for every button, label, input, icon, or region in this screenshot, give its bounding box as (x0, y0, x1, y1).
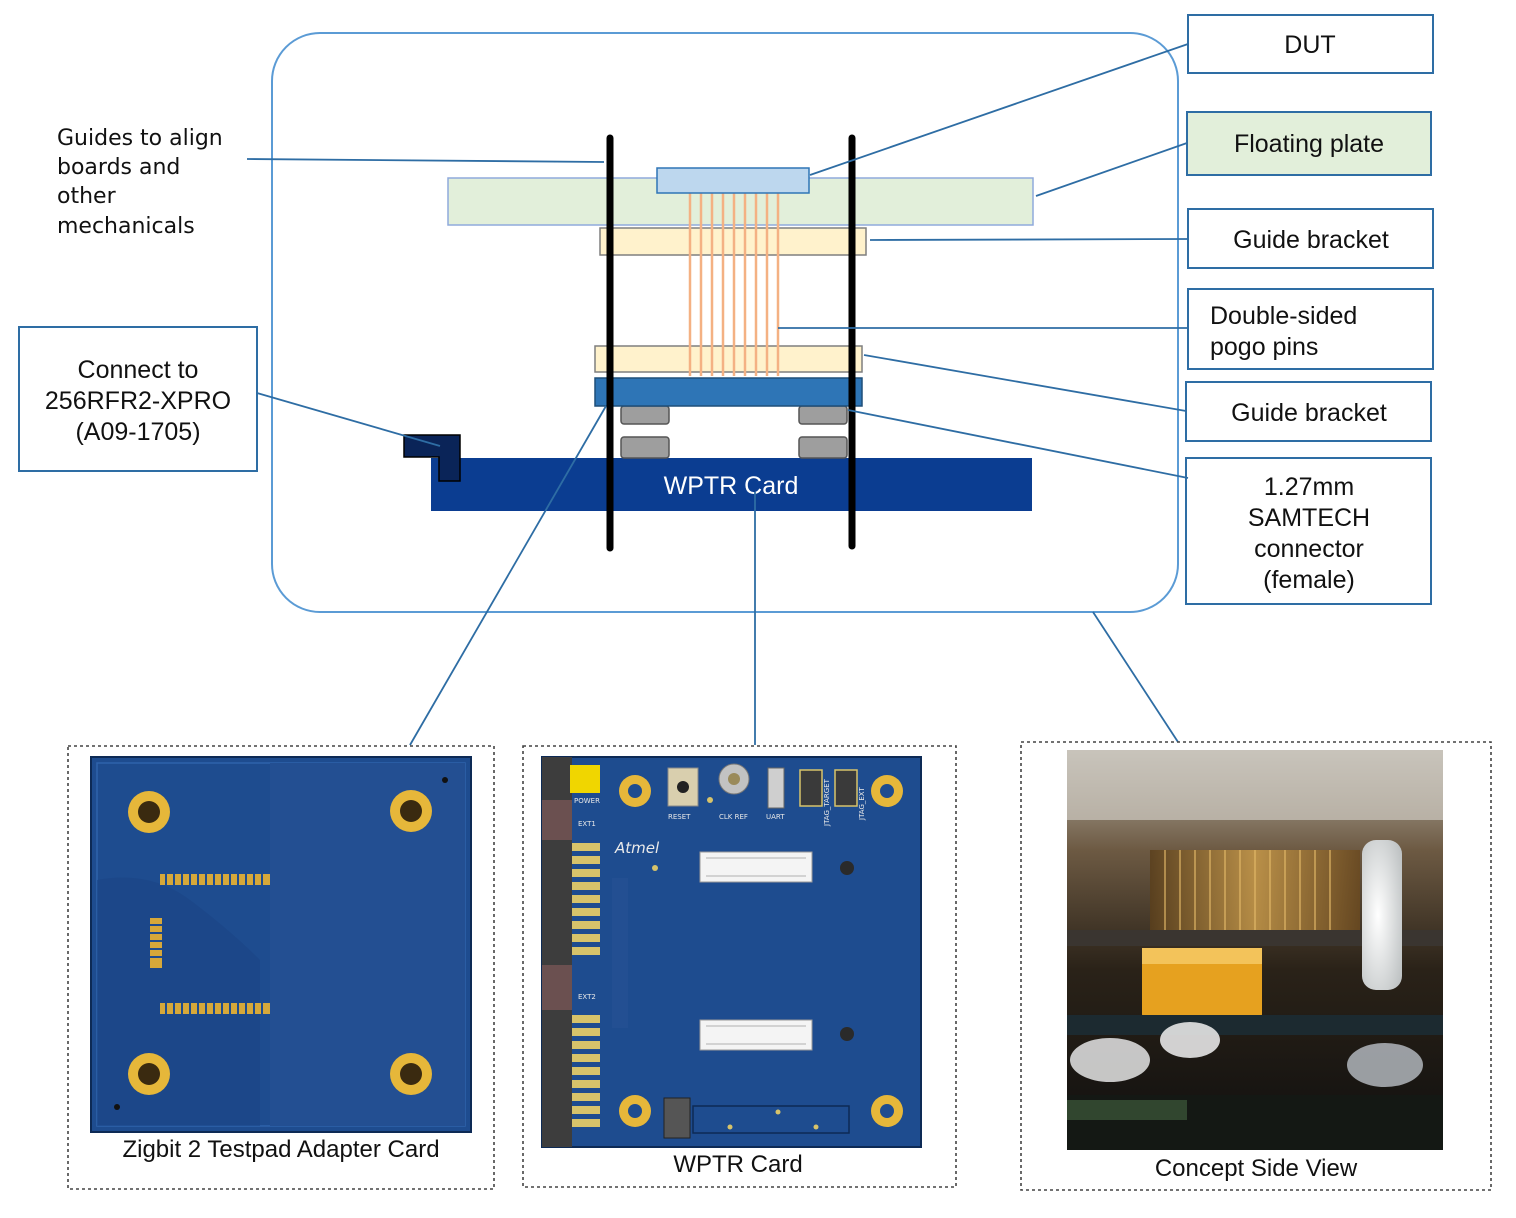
samtech-connector-left-upper (620, 405, 670, 425)
wptr-silk-reset: RESET (668, 813, 691, 821)
callout-text-guide-bracket-bottom: Guide bracket (1231, 399, 1387, 427)
callout-text-connect-line2: 256RFR2-XPRO (45, 387, 231, 415)
wptr-silk-ext2: EXT2 (578, 993, 596, 1001)
panel-zigbit (67, 745, 495, 1190)
callout-text-connect-line3: (A09-1705) (75, 418, 200, 446)
callout-box-guide-bracket-bottom (1185, 381, 1432, 442)
guides-label-line4: mechanicals (57, 214, 195, 239)
samtech-connector-right-upper (798, 405, 848, 425)
wptr-card-label: WPTR Card (664, 472, 799, 500)
samtech-connector-right-lower (798, 436, 848, 459)
callout-text-samtech-line4: (female) (1263, 566, 1355, 594)
callout-text-pogo-line2: pogo pins (1210, 333, 1318, 361)
guide-bracket-lower (594, 345, 863, 373)
wptr-caption: WPTR Card (673, 1151, 802, 1178)
callout-text-pogo-line1: Double-sided (1210, 302, 1357, 330)
callout-text-dut: DUT (1284, 31, 1335, 59)
callout-text-floating-plate: Floating plate (1234, 130, 1384, 158)
callout-box-floating-plate (1186, 111, 1432, 176)
callout-box-pogo-pins (1187, 288, 1434, 370)
wptr-silk-power: POWER (574, 797, 600, 805)
zigbit-board-image (90, 756, 472, 1133)
callout-text-connect-line1: Connect to (78, 356, 199, 384)
callout-text-guide-bracket-top: Guide bracket (1233, 226, 1389, 254)
wptr-silk-clk-ref: CLK REF (719, 813, 748, 821)
concept-caption: Concept Side View (1155, 1155, 1358, 1182)
callout-box-samtech (1185, 457, 1432, 605)
pogo-pins (688, 192, 780, 376)
callout-box-connect (18, 326, 258, 472)
callout-box-guide-bracket-top (1187, 208, 1434, 269)
wptr-silk-uart: UART (766, 813, 785, 821)
adapter-card-bar (594, 377, 863, 407)
panel-wptr (522, 745, 957, 1188)
dut-block (656, 167, 810, 194)
wptr-silk-ext1: EXT1 (578, 820, 596, 828)
callout-box-dut (1187, 14, 1434, 74)
callout-text-samtech-line2: SAMTECH (1248, 504, 1370, 532)
wptr-silk-jtag-ext: JTAG_EXT (858, 787, 866, 821)
zigbit-caption: Zigbit 2 Testpad Adapter Card (122, 1136, 439, 1163)
samtech-connector-left-lower (620, 436, 670, 459)
panel-concept (1020, 741, 1492, 1191)
wptr-silk-jtag-target: JTAG_TARGET (823, 778, 831, 827)
guides-label-line1: Guides to align (57, 126, 223, 151)
atmel-logo: Atmel (614, 839, 660, 857)
callout-text-samtech-line3: connector (1254, 535, 1364, 563)
guides-label-line2: boards and (57, 155, 180, 180)
leader-lines (246, 43, 1189, 746)
concept-photo (1067, 750, 1443, 1150)
guides-label-line3: other (57, 184, 117, 209)
callout-text-samtech-line1: 1.27mm (1264, 473, 1354, 501)
concept-enclosure-outline (271, 32, 1179, 613)
l-connector (403, 434, 461, 482)
wptr-card-bar (431, 458, 1032, 511)
wptr-board-image (541, 756, 922, 1148)
